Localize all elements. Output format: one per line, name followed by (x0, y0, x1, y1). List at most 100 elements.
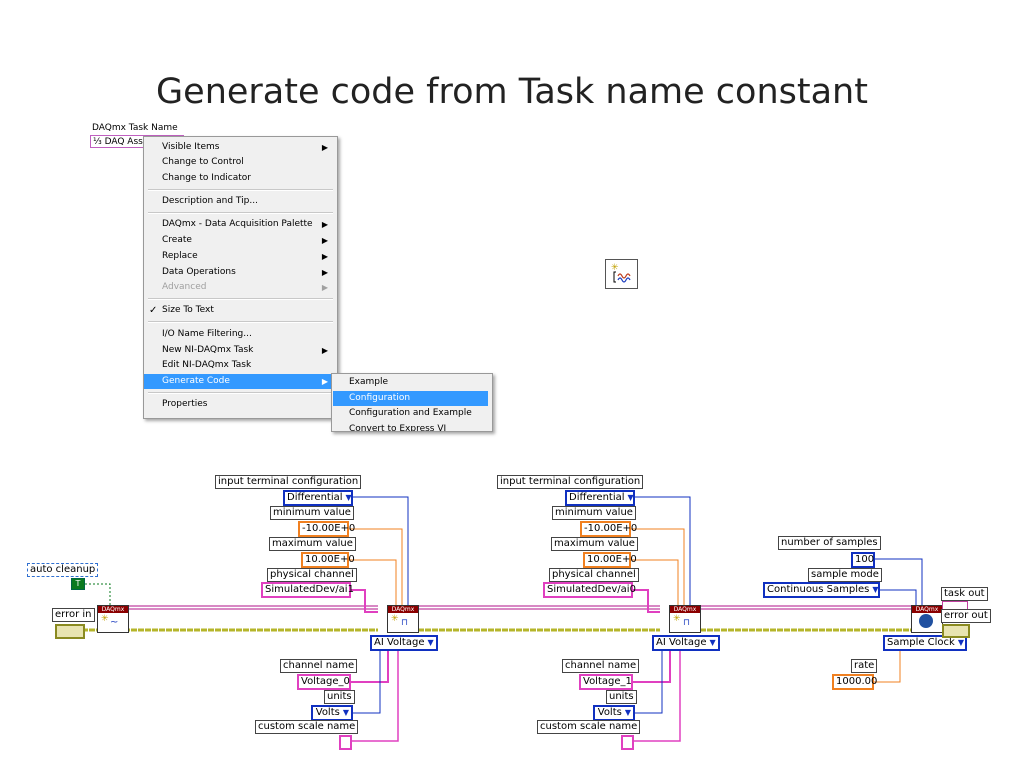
terminal-configuration-ring[interactable]: Differential▼ (565, 490, 635, 506)
ring-value: Continuous Samples (767, 584, 870, 595)
menu-item-size-to-text[interactable]: ✓ Size To Text (144, 303, 336, 318)
menu-item-description-and-tip[interactable]: Description and Tip... (144, 194, 336, 209)
maximum-value-constant[interactable]: 10.00E+0 (301, 552, 355, 568)
task-wire (700, 605, 912, 610)
submenu-item-configuration-and-example[interactable]: Configuration and Example (349, 408, 472, 418)
menu-item-label: New NI-DAQmx Task (162, 345, 254, 355)
ring-value: Differential (569, 492, 625, 503)
menu-item-io-name-filtering[interactable]: I/O Name Filtering... (144, 327, 336, 342)
menu-item-label: Visible Items (162, 142, 220, 152)
submenu-item-configuration[interactable]: Configuration (333, 391, 488, 406)
menu-item-data-operations[interactable]: Data Operations ▶ (144, 265, 336, 280)
menu-item-new-daqmx-task[interactable]: New NI-DAQmx Task ▶ (144, 343, 336, 358)
minimum-value-label: minimum value (552, 506, 636, 520)
selector-value: AI Voltage (374, 637, 425, 648)
create-channel-vi[interactable]: DAQmx ✳ ⊓ (387, 605, 419, 633)
submenu-item-convert-to-express-vi[interactable]: Convert to Express VI (349, 424, 447, 432)
channel-type-selector[interactable]: AI Voltage▼ (652, 635, 720, 651)
maximum-value-constant[interactable]: 10.00E+0 (583, 552, 637, 568)
menu-item-label: DAQmx - Data Acquisition Palette (162, 219, 313, 229)
maximum-value-label: maximum value (269, 537, 356, 551)
custom-scale-name-constant[interactable] (621, 735, 634, 750)
menu-separator (148, 189, 333, 191)
menu-separator (148, 392, 333, 394)
ring-value: Volts (315, 707, 340, 718)
task-name-label: DAQmx Task Name (92, 123, 178, 133)
channel-type-selector[interactable]: AI Voltage▼ (370, 635, 438, 651)
selector-value: Sample Clock (887, 637, 955, 648)
ring-value: Volts (597, 707, 622, 718)
physical-channel-constant[interactable]: SimulatedDev/ai1 (261, 582, 354, 598)
checkmark-icon: ✓ (149, 305, 158, 316)
units-ring[interactable]: Volts▼ (311, 705, 353, 721)
menu-item-visible-items[interactable]: Visible Items▶ (144, 140, 336, 155)
menu-item-label: I/O Name Filtering... (162, 329, 252, 339)
menu-item-label: Change to Indicator (162, 173, 251, 183)
submenu-arrow-icon: ▶ (321, 377, 328, 386)
menu-item-generate-code[interactable]: Generate Code ▶ (144, 374, 336, 389)
menu-item-label: Data Operations (162, 267, 236, 277)
create-channel-vi[interactable]: DAQmx ✳ ⊓ (669, 605, 701, 633)
vi-header: DAQmx (912, 606, 942, 613)
menu-item-label: Edit NI-DAQmx Task (162, 360, 252, 370)
wave-icon: ~ (110, 617, 119, 628)
menu-item-daqmx-palette[interactable]: DAQmx - Data Acquisition Palette▶ (144, 217, 336, 232)
string-wire (633, 636, 671, 683)
physical-channel-constant[interactable]: SimulatedDev/ai0 (543, 582, 636, 598)
submenu-arrow-icon: ▶ (321, 268, 328, 277)
enum-wire (635, 650, 663, 714)
string-wire (632, 589, 660, 613)
submenu-item-example[interactable]: Example (349, 377, 389, 387)
sample-mode-label: sample mode (808, 568, 882, 582)
dropdown-arrow-icon: ▼ (957, 638, 964, 647)
channel-name-constant[interactable]: Voltage_1 (579, 674, 633, 690)
create-task-vi[interactable]: DAQmx ✳ ~ (97, 605, 129, 633)
generate-code-submenu: Example Configuration Configuration and … (331, 373, 493, 432)
analog-input-icon: ⊓ (683, 618, 691, 628)
dropdown-arrow-icon: ▼ (627, 493, 634, 502)
menu-item-label: Generate Code (162, 376, 230, 386)
task-out-label: task out (941, 587, 988, 601)
svg-text:✳: ✳ (611, 263, 619, 273)
sample-mode-ring[interactable]: Continuous Samples▼ (763, 582, 880, 598)
dropdown-arrow-icon: ▼ (427, 638, 434, 647)
task-wire (418, 605, 660, 610)
error-in-terminal[interactable] (55, 624, 85, 639)
submenu-arrow-icon: ▶ (321, 236, 328, 245)
create-icon: ✳ (391, 614, 399, 624)
string-wire (634, 650, 681, 742)
menu-item-properties[interactable]: Properties (144, 397, 336, 412)
daqmx-vi-icon[interactable]: ✳ (605, 259, 638, 289)
menu-item-label: Advanced (162, 282, 207, 292)
input-terminal-configuration-label: input terminal configuration (497, 475, 644, 489)
rate-constant[interactable]: 1000.00 (832, 674, 877, 690)
menu-item-create[interactable]: Create▶ (144, 233, 336, 248)
physical-channel-label: physical channel (549, 568, 639, 582)
error-out-terminal[interactable] (942, 624, 970, 638)
custom-scale-name-label: custom scale name (255, 720, 359, 734)
dropdown-arrow-icon: ▼ (345, 493, 352, 502)
units-ring[interactable]: Volts▼ (593, 705, 635, 721)
timing-type-selector[interactable]: Sample Clock▼ (883, 635, 967, 651)
menu-item-label: Size To Text (162, 305, 214, 315)
custom-scale-name-constant[interactable] (339, 735, 352, 750)
analog-input-icon: ⊓ (401, 618, 409, 628)
number-of-samples-constant[interactable]: 100 (851, 552, 875, 568)
timing-vi[interactable]: DAQmx (911, 605, 943, 633)
minimum-value-label: minimum value (270, 506, 354, 520)
submenu-arrow-icon: ▶ (321, 346, 328, 355)
terminal-configuration-ring[interactable]: Differential▼ (283, 490, 353, 506)
menu-item-change-to-indicator[interactable]: Change to Indicator (144, 171, 336, 186)
minimum-value-constant[interactable]: -10.00E+0 (580, 521, 637, 537)
menu-item-replace[interactable]: Replace▶ (144, 249, 336, 264)
units-label: units (606, 690, 637, 704)
physical-channel-label: physical channel (267, 568, 357, 582)
menu-separator (148, 212, 333, 214)
channel-name-constant[interactable]: Voltage_0 (297, 674, 351, 690)
auto-cleanup-constant[interactable]: T (71, 578, 85, 590)
auto-cleanup-label: auto cleanup (27, 563, 99, 577)
menu-item-change-to-control[interactable]: Change to Control (144, 155, 336, 170)
menu-item-edit-daqmx-task[interactable]: Edit NI-DAQmx Task (144, 358, 336, 373)
minimum-value-constant[interactable]: -10.00E+0 (298, 521, 355, 537)
